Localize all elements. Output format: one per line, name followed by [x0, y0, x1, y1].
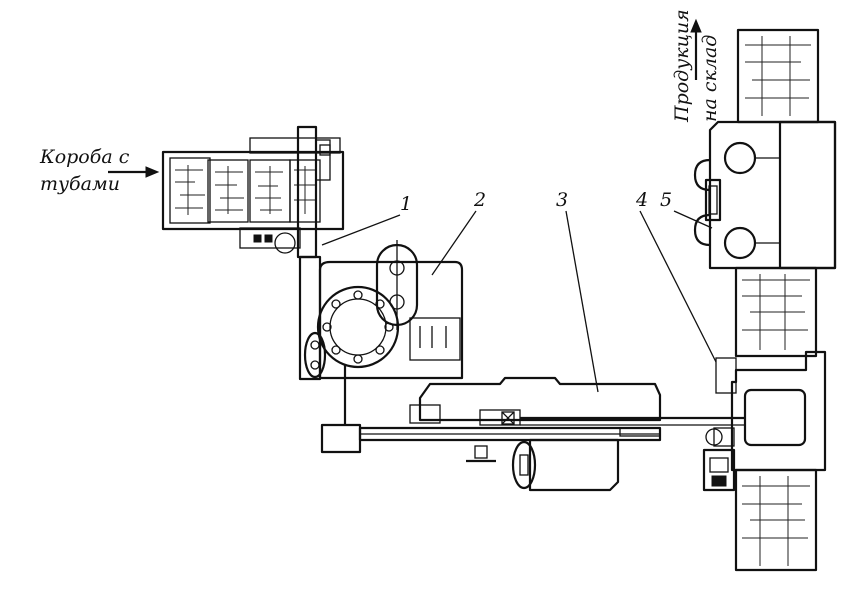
output-label-line2: на склад [699, 35, 721, 122]
callout-3-leader [565, 210, 599, 393]
output-label-line1: Продукция [671, 9, 693, 123]
filling-machine [298, 240, 464, 425]
callout-1: 1 [400, 193, 412, 215]
callout-5-leader [673, 210, 713, 229]
callout-2: 2 [473, 189, 486, 211]
callout-4-leader [639, 210, 717, 363]
callout-2-leader [431, 210, 477, 276]
group-packing-unit [693, 28, 837, 270]
input-arrow [108, 166, 160, 178]
conveyor-unit [320, 376, 745, 492]
box-feed-unit [161, 125, 345, 259]
input-label-line1: Короба с [39, 146, 130, 168]
input-label-line2: тубами [40, 173, 120, 195]
output-arrow [690, 18, 702, 80]
callout-1-leader [321, 214, 401, 246]
callout-3: 3 [556, 189, 568, 211]
callout-4: 4 [635, 189, 648, 211]
callout-5: 5 [660, 189, 672, 211]
